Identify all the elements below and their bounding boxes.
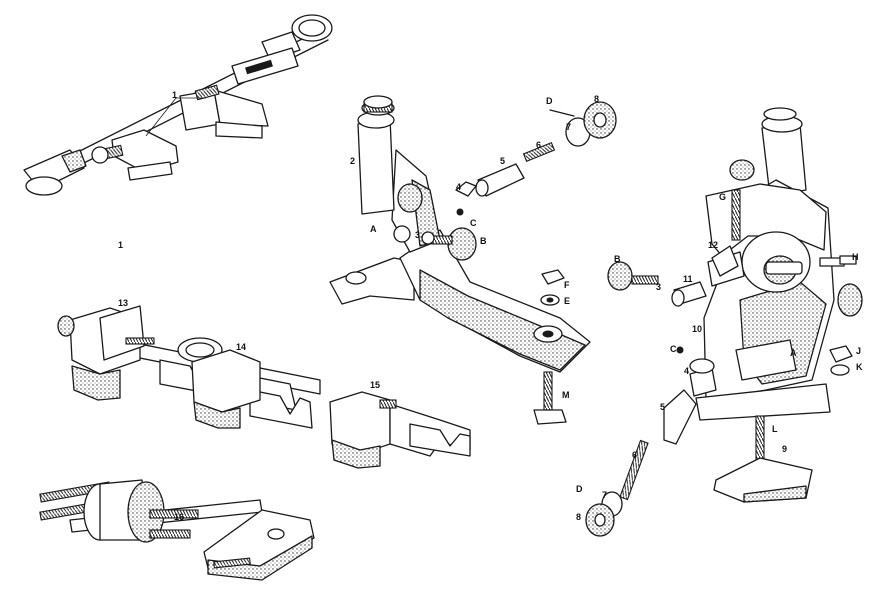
- label-B-right: B: [614, 254, 621, 264]
- label-1-stray: 1: [118, 240, 123, 250]
- label-E: E: [564, 296, 570, 306]
- label-7-right: 7: [602, 490, 607, 500]
- bar-assembly-part-1: 1 1: [23, 14, 333, 250]
- label-A-right: A: [790, 348, 797, 358]
- label-7: 7: [566, 122, 571, 132]
- label-M: M: [562, 390, 570, 400]
- label-10: 10: [692, 324, 702, 334]
- label-4: 4: [456, 182, 461, 192]
- label-6-right: 6: [632, 450, 637, 460]
- v-block-setup-15: 15: [329, 380, 471, 469]
- knurled-assembly-16: 16: [39, 479, 315, 581]
- label-D: D: [546, 96, 553, 106]
- label-4-right: 4: [684, 366, 689, 376]
- label-3-right: 3: [656, 282, 661, 292]
- label-A: A: [370, 224, 377, 234]
- label-9: 9: [782, 444, 787, 454]
- label-C: C: [470, 218, 477, 228]
- label-J: J: [856, 346, 861, 356]
- label-F: F: [564, 280, 570, 290]
- label-L: L: [772, 424, 778, 434]
- label-11: 11: [683, 274, 693, 284]
- label-13: 13: [118, 298, 128, 308]
- label-C-right: C: [670, 344, 677, 354]
- label-8-right: 8: [576, 512, 581, 522]
- label-6: 6: [536, 140, 541, 150]
- label-1: 1: [172, 90, 177, 100]
- knob-2-icon: [363, 95, 393, 109]
- label-16: 16: [174, 512, 184, 522]
- label-G: G: [719, 192, 726, 202]
- label-5: 5: [500, 156, 505, 166]
- knob-b-right-icon: [607, 261, 633, 291]
- right-housing-assembly: G 12 B 3 11 10 H A J K C 4 5 6 7 D 8 L 9: [576, 107, 863, 537]
- label-H: H: [852, 252, 859, 262]
- knob-b-upper-icon: [397, 183, 423, 213]
- v-block-setup-13-14: 13 14: [57, 298, 321, 429]
- label-12: 12: [708, 240, 718, 250]
- label-K: K: [856, 362, 863, 372]
- label-D-right: D: [576, 484, 583, 494]
- label-5-right: 5: [660, 402, 665, 412]
- label-14: 14: [236, 342, 246, 352]
- dial-gauge-icon: [291, 14, 333, 42]
- label-8: 8: [594, 94, 599, 104]
- label-15: 15: [370, 380, 380, 390]
- label-2: 2: [350, 156, 355, 166]
- center-stand-assembly: 2 A 3 B C 4 5 6 7 8 D F E M: [329, 94, 617, 425]
- label-B: B: [480, 236, 487, 246]
- label-3: 3: [415, 230, 420, 240]
